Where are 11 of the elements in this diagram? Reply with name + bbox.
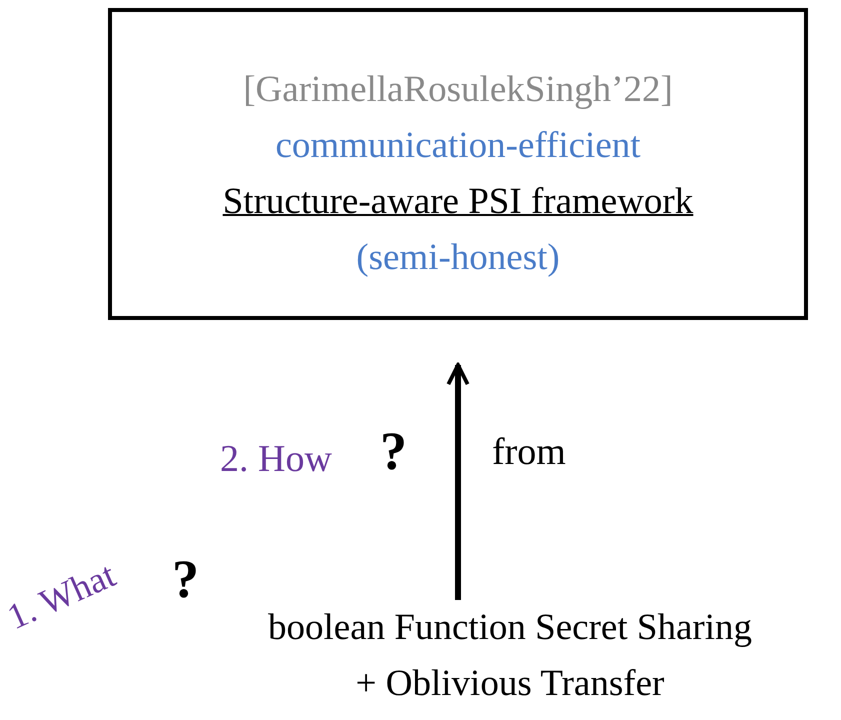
subtitle-text: communication-efficient [275, 124, 641, 168]
question-label: 2. How [220, 437, 332, 481]
framework-box [108, 8, 808, 320]
arrow [446, 363, 470, 600]
question-mark: ? [380, 420, 407, 482]
citation-text: [GarimellaRosulekSingh’22] [243, 68, 673, 112]
question-label: 1. What [0, 554, 122, 638]
title-text: Structure-aware PSI framework [222, 180, 694, 224]
question-mark: ? [172, 548, 199, 610]
note-text: (semi-honest) [356, 236, 560, 280]
source-text: boolean Function Secret Sharing + Oblivious Transfer [267, 606, 753, 706]
